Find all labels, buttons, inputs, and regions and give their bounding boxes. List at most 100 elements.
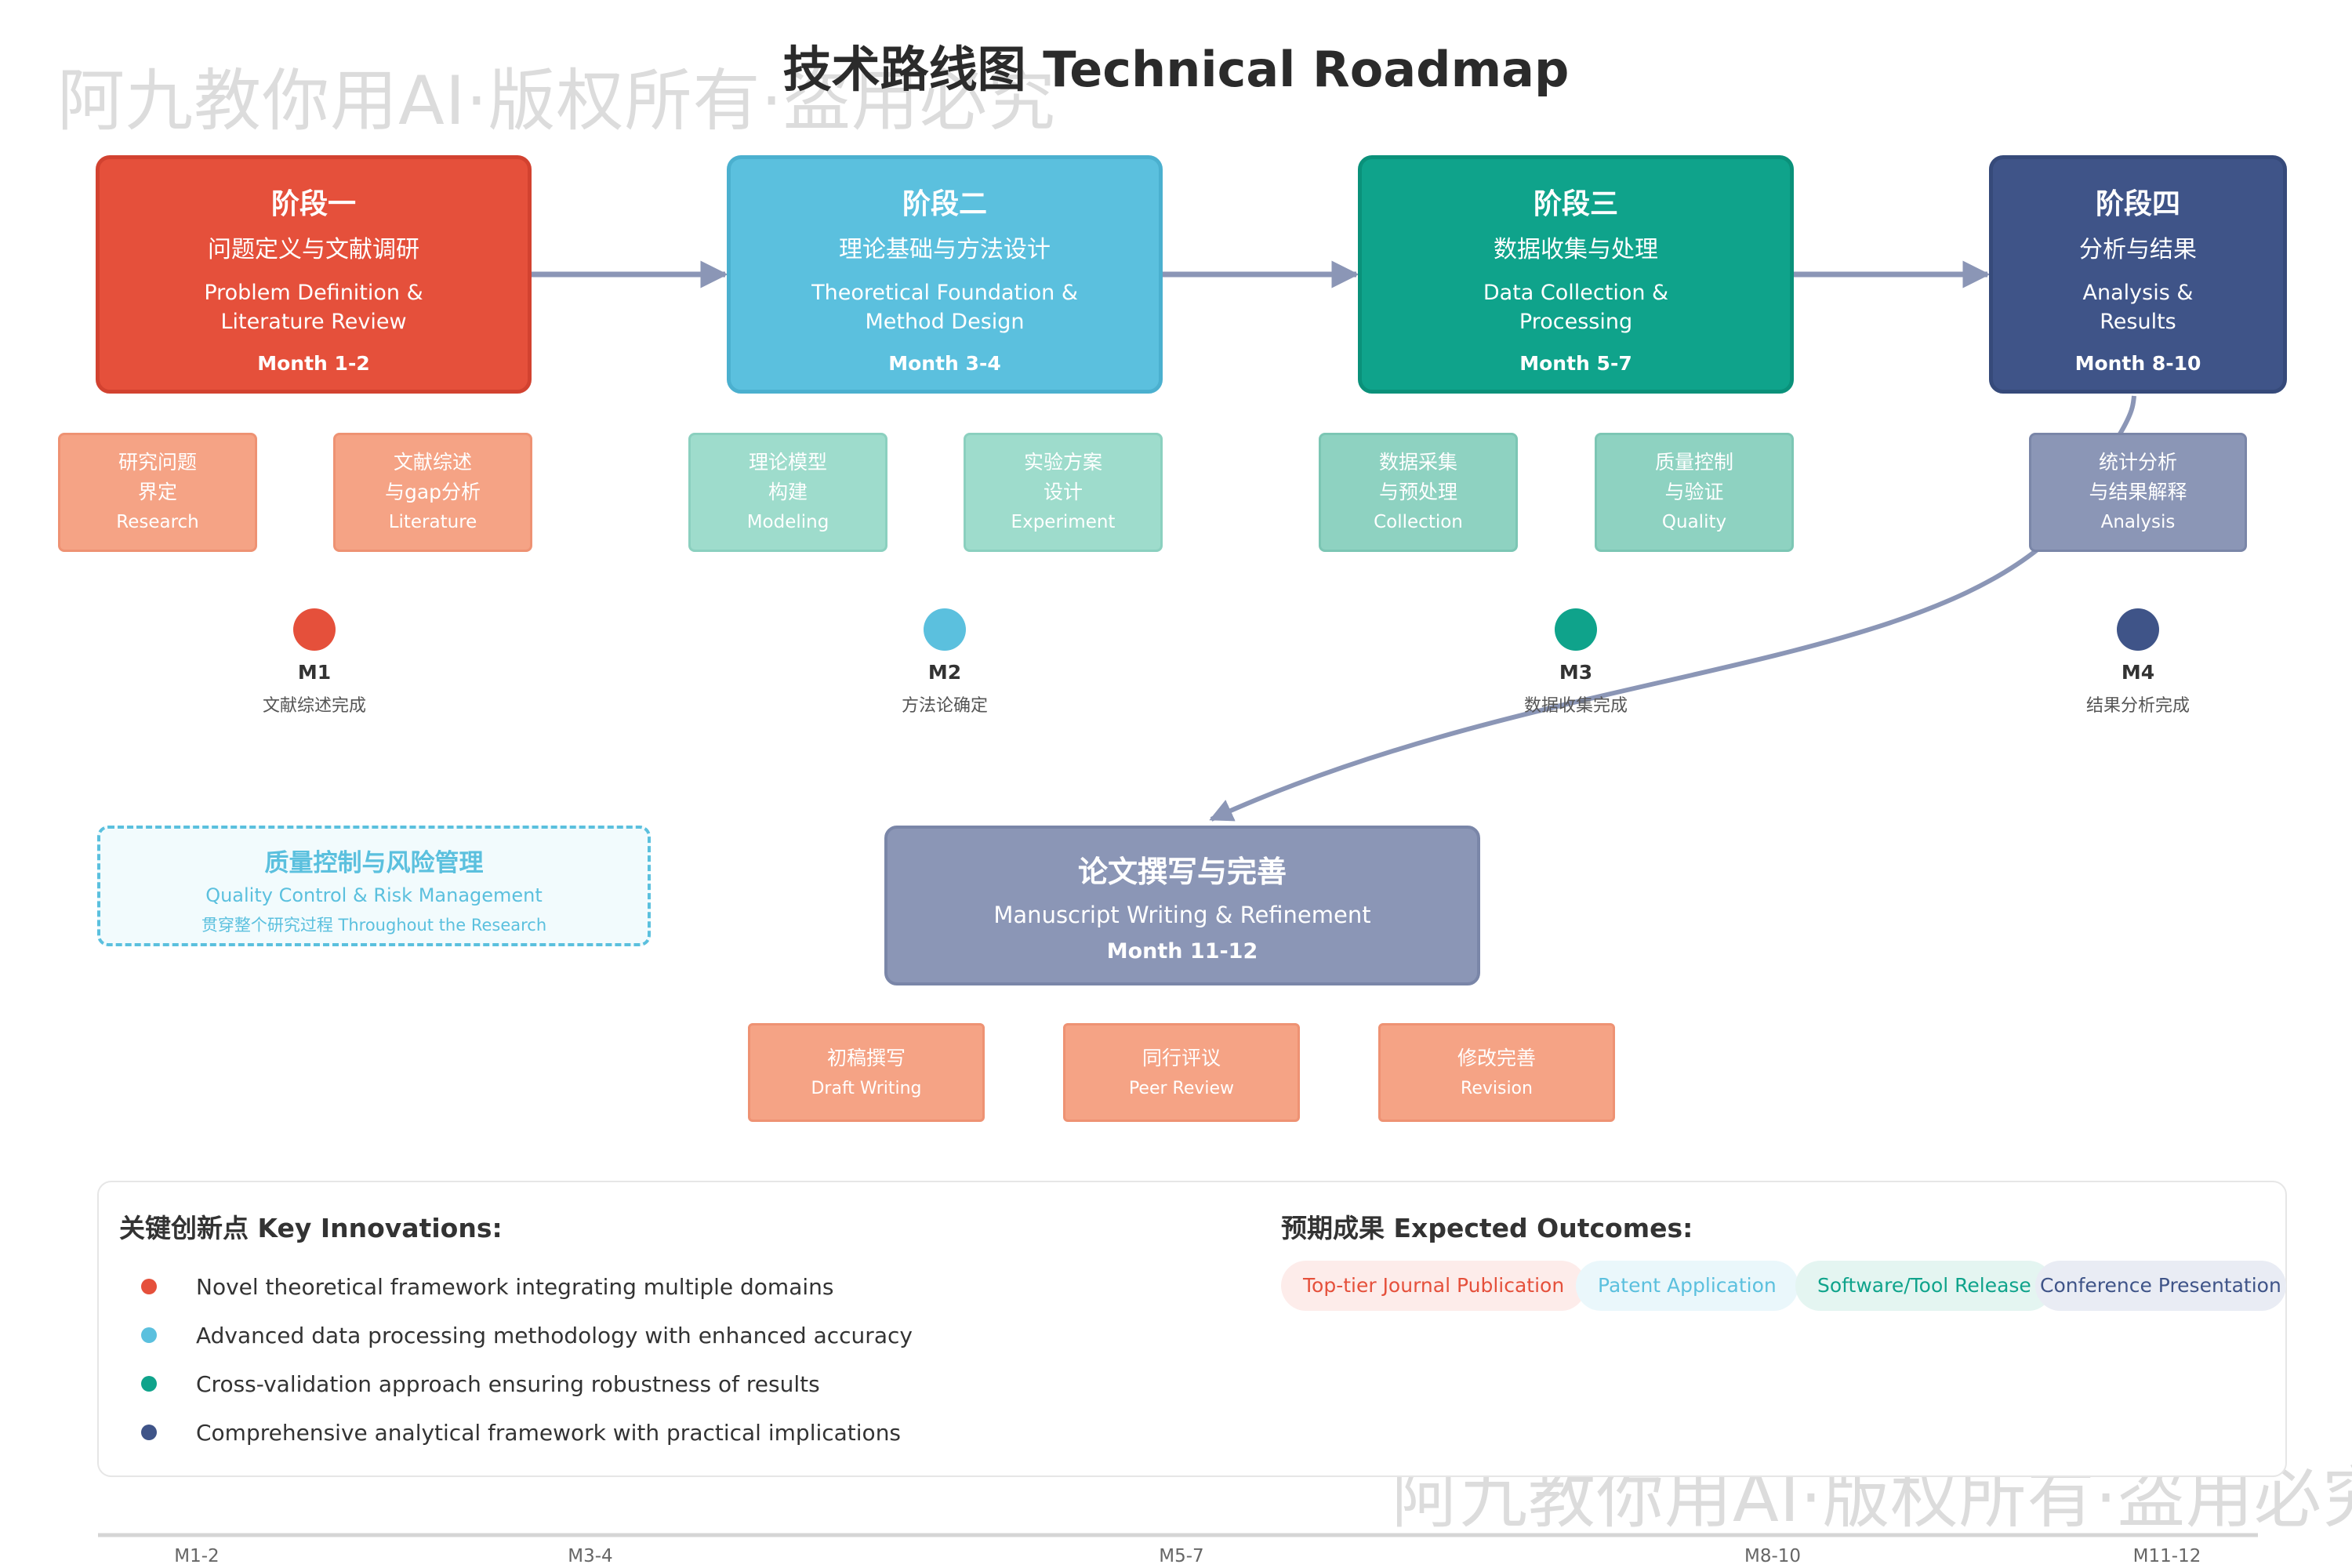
subtask-en: Literature bbox=[388, 512, 477, 532]
phase-title: 阶段四 bbox=[2095, 188, 2180, 220]
subtask-quality[interactable]: 质量控制 与验证 Quality bbox=[1595, 433, 1794, 552]
subtask-modeling[interactable]: 理论模型 构建 Modeling bbox=[688, 433, 887, 552]
subtask-cn-line1: 质量控制 bbox=[1654, 451, 1733, 474]
phase-month: Month 3-4 bbox=[888, 352, 1001, 375]
bullet-dot-icon bbox=[141, 1425, 157, 1440]
milestone-m3: M3 数据收集完成 bbox=[1482, 661, 1670, 717]
outcome-pill-patent: Patent Application bbox=[1576, 1261, 1798, 1311]
milestone-id: M2 bbox=[927, 661, 962, 684]
subtask-collection[interactable]: 数据采集 与预处理 Collection bbox=[1319, 433, 1518, 552]
manuscript-title: 论文撰写与完善 bbox=[1077, 855, 1287, 889]
subtask-cn-line2: 设计 bbox=[1043, 481, 1083, 503]
innovation-text: Novel theoretical framework integrating … bbox=[196, 1273, 834, 1300]
subtask-experiment[interactable]: 实验方案 设计 Experiment bbox=[964, 433, 1163, 552]
phase-3-box[interactable]: 阶段三 数据收集与处理 Data Collection &Processing … bbox=[1358, 155, 1794, 394]
subtask-cn-line2: 与验证 bbox=[1664, 481, 1724, 503]
milestone-id: M1 bbox=[297, 661, 332, 684]
innovation-item: Comprehensive analytical framework with … bbox=[99, 1408, 1275, 1457]
phase-1-box[interactable]: 阶段一 问题定义与文献调研 Problem Definition &Litera… bbox=[96, 155, 532, 394]
phase-month: Month 1-2 bbox=[257, 352, 370, 375]
subtask-cn-line1: 实验方案 bbox=[1023, 451, 1102, 474]
subtask-en: Revision bbox=[1461, 1079, 1533, 1098]
milestone-id: M3 bbox=[1559, 661, 1593, 684]
bullet-dot-icon bbox=[141, 1279, 157, 1294]
innovation-text: Comprehensive analytical framework with … bbox=[196, 1419, 902, 1446]
milestone-desc: 结果分析完成 bbox=[2085, 696, 2190, 716]
subtask-peer-review[interactable]: 同行评议 Peer Review bbox=[1063, 1023, 1300, 1122]
phase-en: Problem Definition &Literature Review bbox=[204, 281, 423, 334]
subtask-cn-line1: 统计分析 bbox=[2098, 451, 2177, 474]
phase-2-box[interactable]: 阶段二 理论基础与方法设计 Theoretical Foundation &Me… bbox=[727, 155, 1163, 394]
outcome-pill-software: Software/Tool Release bbox=[1795, 1261, 2053, 1311]
timeline-label: M1-2 bbox=[174, 1546, 220, 1566]
innovation-item: Cross-validation approach ensuring robus… bbox=[99, 1359, 1275, 1408]
manuscript-box[interactable]: 论文撰写与完善 Manuscript Writing & Refinement … bbox=[884, 826, 1480, 985]
manuscript-month: Month 11-12 bbox=[1106, 939, 1258, 964]
subtask-draft-writing[interactable]: 初稿撰写 Draft Writing bbox=[748, 1023, 985, 1122]
subtask-en: Peer Review bbox=[1128, 1079, 1235, 1098]
milestone-m2: M2 方法论确定 bbox=[851, 661, 1039, 717]
bullet-dot-icon bbox=[141, 1327, 157, 1343]
milestone-m3-dot bbox=[1555, 608, 1597, 651]
outcome-pill-conference: Conference Presentation bbox=[2035, 1261, 2286, 1311]
watermark-top: 阿九教你用AI·版权所有·盗用必究 bbox=[57, 62, 1056, 140]
timeline-label: M11-12 bbox=[2132, 1546, 2201, 1566]
innovation-item: Advanced data processing methodology wit… bbox=[99, 1311, 1275, 1359]
qc-subtitle: Quality Control & Risk Management bbox=[205, 884, 543, 906]
phase-en: Theoretical Foundation &Method Design bbox=[811, 281, 1078, 334]
subtask-cn: 修改完善 bbox=[1457, 1047, 1536, 1069]
timeline-label: M3-4 bbox=[568, 1546, 613, 1566]
phase-cn: 问题定义与文献调研 bbox=[208, 236, 419, 263]
timeline-label: M8-10 bbox=[1744, 1546, 1802, 1566]
subtask-en: Modeling bbox=[746, 512, 829, 532]
summary-panel: 关键创新点 Key Innovations: Novel theoretical… bbox=[97, 1181, 2287, 1477]
quality-control-box: 质量控制与风险管理 Quality Control & Risk Managem… bbox=[97, 826, 651, 946]
subtask-en: Quality bbox=[1661, 512, 1727, 532]
outcomes-heading: 预期成果 Expected Outcomes: bbox=[1281, 1213, 1693, 1243]
phase-4-box[interactable]: 阶段四 分析与结果 Analysis &Results Month 8-10 bbox=[1989, 155, 2287, 394]
phase-title: 阶段三 bbox=[1533, 188, 1618, 220]
phase-cn: 理论基础与方法设计 bbox=[839, 236, 1051, 263]
phase-month: Month 8-10 bbox=[2074, 352, 2201, 375]
phase-cn: 分析与结果 bbox=[2079, 236, 2197, 263]
subtask-en: Experiment bbox=[1011, 512, 1116, 532]
subtask-literature[interactable]: 文献综述 与gap分析 Literature bbox=[333, 433, 532, 552]
subtask-en: Analysis bbox=[2100, 512, 2176, 532]
bullet-dot-icon bbox=[141, 1376, 157, 1392]
subtask-cn-line2: 与预处理 bbox=[1378, 481, 1457, 503]
subtask-cn-line1: 数据采集 bbox=[1378, 451, 1457, 474]
subtask-research[interactable]: 研究问题 界定 Research bbox=[58, 433, 257, 552]
subtask-revision[interactable]: 修改完善 Revision bbox=[1378, 1023, 1615, 1122]
innovation-text: Cross-validation approach ensuring robus… bbox=[196, 1370, 820, 1397]
milestone-desc: 数据收集完成 bbox=[1523, 696, 1628, 716]
milestone-m4-dot bbox=[2117, 608, 2159, 651]
subtask-en: Collection bbox=[1374, 512, 1463, 532]
timeline-label: M5-7 bbox=[1159, 1546, 1204, 1566]
subtask-en: Research bbox=[116, 512, 199, 532]
milestone-m4: M4 结果分析完成 bbox=[2044, 661, 2232, 717]
manuscript-subtitle: Manuscript Writing & Refinement bbox=[993, 902, 1371, 928]
phase-en: Data Collection &Processing bbox=[1483, 281, 1669, 334]
milestone-m1-dot bbox=[293, 608, 336, 651]
subtask-cn-line1: 理论模型 bbox=[748, 451, 827, 474]
innovation-text: Advanced data processing methodology wit… bbox=[196, 1322, 913, 1348]
phase-en: Analysis &Results bbox=[2082, 281, 2194, 334]
subtask-cn: 初稿撰写 bbox=[826, 1047, 906, 1069]
curve-phase4-to-manuscript bbox=[1209, 395, 2136, 822]
innovation-item: Novel theoretical framework integrating … bbox=[99, 1262, 1275, 1311]
subtask-analysis[interactable]: 统计分析 与结果解释 Analysis bbox=[2029, 433, 2247, 552]
milestone-m1: M1 文献综述完成 bbox=[220, 661, 408, 717]
page-title: 技术路线图 Technical Roadmap bbox=[782, 41, 1570, 98]
phase-title: 阶段二 bbox=[902, 188, 987, 220]
milestone-id: M4 bbox=[2121, 661, 2155, 684]
subtask-cn-line2: 与gap分析 bbox=[384, 481, 481, 503]
innovations-heading: 关键创新点 Key Innovations: bbox=[119, 1213, 503, 1243]
subtask-cn-line2: 与结果解释 bbox=[2089, 481, 2187, 503]
milestone-m2-dot bbox=[924, 608, 966, 651]
milestone-desc: 文献综述完成 bbox=[262, 696, 366, 716]
subtask-cn-line2: 界定 bbox=[137, 481, 177, 503]
subtask-cn-line1: 文献综述 bbox=[393, 451, 472, 474]
subtask-en: Draft Writing bbox=[811, 1079, 922, 1098]
subtask-cn: 同行评议 bbox=[1142, 1047, 1221, 1069]
